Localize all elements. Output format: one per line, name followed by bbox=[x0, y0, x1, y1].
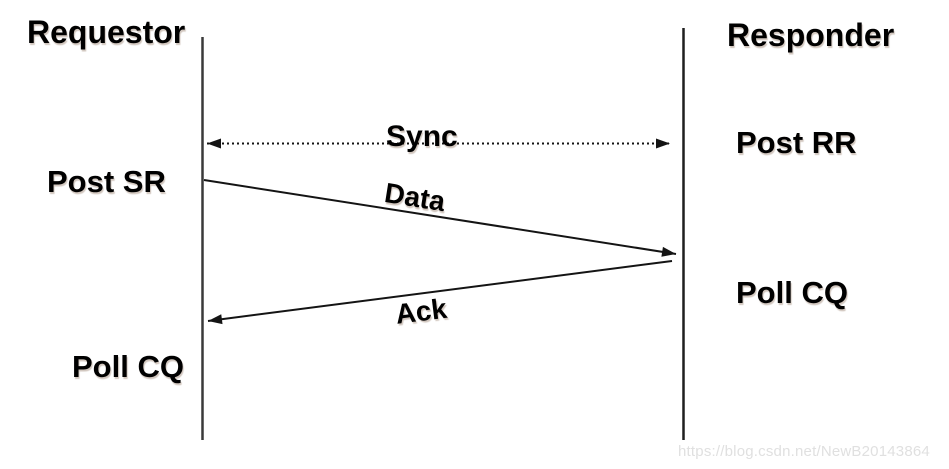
sync-label: Sync bbox=[386, 120, 458, 153]
poll-cq-requestor-label: Poll CQ bbox=[72, 349, 184, 384]
ack-label: Ack bbox=[393, 292, 449, 330]
ack-arrow bbox=[207, 260, 673, 325]
requestor-title: Requestor bbox=[27, 14, 186, 50]
data-arrow bbox=[203, 179, 677, 257]
poll-cq-responder-label: Poll CQ bbox=[736, 275, 848, 310]
watermark-text: https://blog.csdn.net/NewB20143864 bbox=[678, 443, 930, 460]
responder-title: Responder bbox=[727, 17, 895, 53]
post-sr-label: Post SR bbox=[47, 164, 166, 199]
post-rr-label: Post RR bbox=[736, 125, 857, 160]
